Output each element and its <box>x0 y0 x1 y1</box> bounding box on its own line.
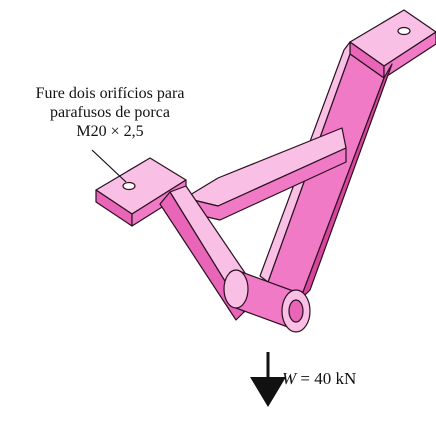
load-value: = 40 kN <box>300 369 357 388</box>
load-label: W = 40 kN <box>282 369 356 389</box>
note-line-2: parafusos de porca <box>50 104 170 121</box>
note-line-3: M20 × 2,5 <box>76 123 144 140</box>
load-symbol: W <box>282 369 297 388</box>
note-line-1: Fure dois orifícios para <box>35 85 185 102</box>
leader-line <box>91 149 127 183</box>
top-mounting-flange <box>349 9 436 79</box>
load-hub <box>223 269 311 333</box>
drilling-note: Fure dois orifícios para parafusos de po… <box>10 84 210 141</box>
